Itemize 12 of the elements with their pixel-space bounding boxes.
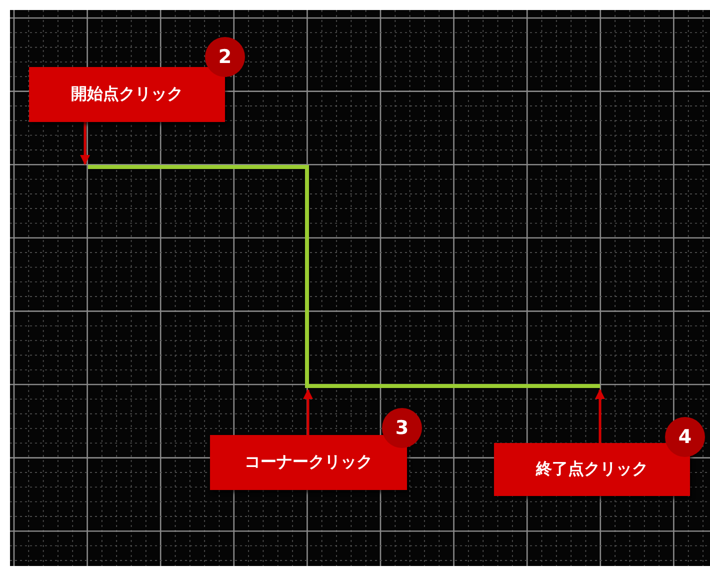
callout-box: [494, 443, 690, 496]
leader-line: [80, 122, 90, 165]
callout-number: 4: [665, 417, 705, 457]
callout-text: 開始点クリック: [71, 84, 183, 105]
leader-line: [303, 389, 313, 435]
callout-text: コーナークリック: [244, 452, 372, 473]
leader-line: [595, 389, 605, 443]
callout-box: [210, 435, 407, 490]
callout-text: 終了点クリック: [536, 459, 648, 480]
callout-box: [29, 67, 225, 122]
callout-number: 2: [205, 37, 245, 77]
callout-number: 3: [382, 408, 422, 448]
